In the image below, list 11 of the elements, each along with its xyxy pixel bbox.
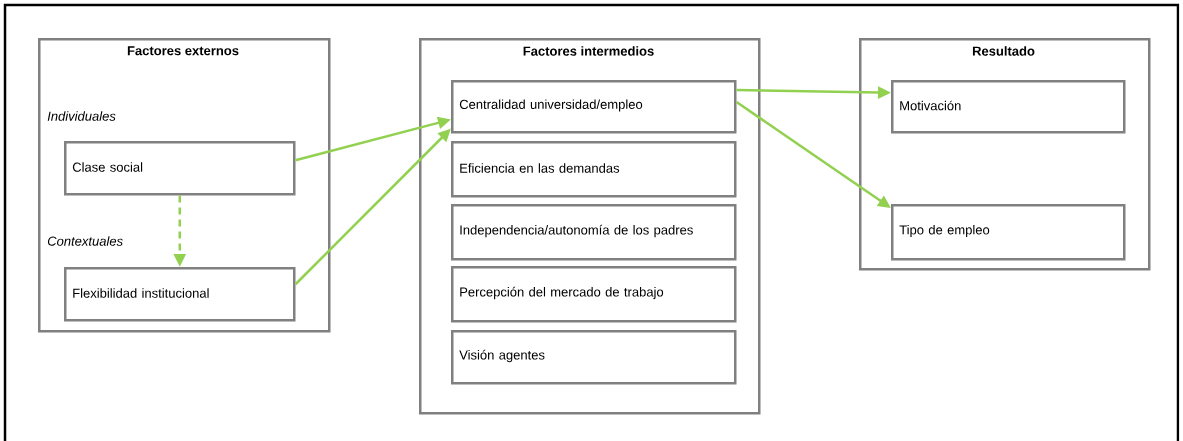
factor-box: Percepción del mercado de trabajo [451, 266, 737, 323]
factor-box: Clase social [64, 141, 296, 196]
factor-box: Motivación [891, 80, 1126, 134]
category-label: Individuales [47, 111, 116, 121]
factor-box: Tipo de empleo [891, 204, 1126, 261]
factor-box: Independencia/autonomía de los padres [451, 204, 737, 261]
factor-box: Visión agentes [451, 330, 737, 385]
factor-box: Flexibilidad institucional [64, 267, 296, 322]
category-label: Contextuales [47, 236, 123, 246]
factor-box: Centralidad universidad/empleo [451, 80, 737, 134]
factor-box: Eficiencia en las demandas [451, 141, 737, 198]
